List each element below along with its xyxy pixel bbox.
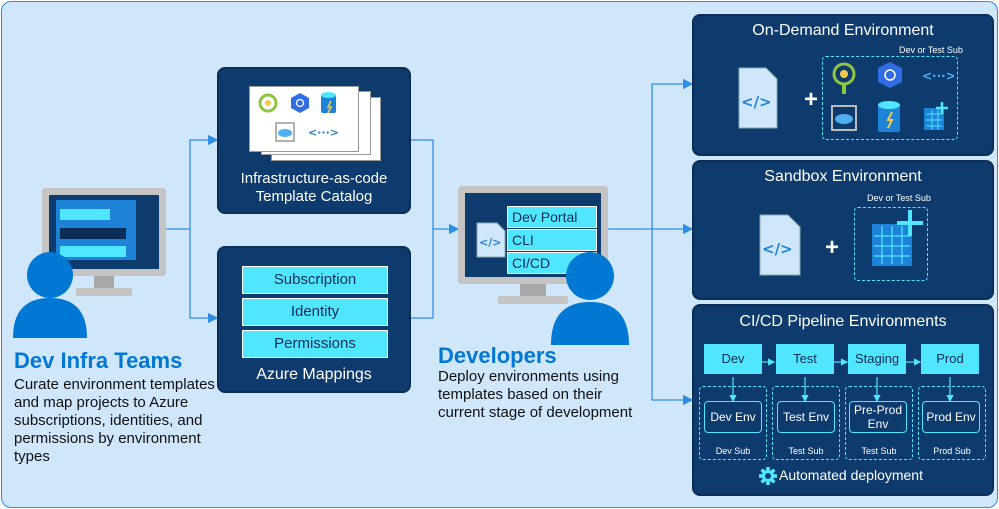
sub-label-test-2: Test Sub	[861, 446, 897, 456]
test-sub-boundary-1	[772, 386, 840, 460]
mapping-subscription: Subscription	[242, 266, 388, 294]
svg-text:</>: </>	[741, 93, 772, 111]
admin-monitor-icon	[42, 188, 166, 296]
env-test: Test Env	[777, 401, 835, 433]
cicd-flow-arrows	[729, 358, 954, 403]
sandbox-grid-icon	[872, 210, 923, 266]
sandbox-template-file-icon: </>	[759, 214, 801, 276]
menu-dev-portal: Dev Portal	[507, 206, 597, 228]
stage-prod: Prod	[921, 344, 979, 374]
gear-icon	[759, 467, 777, 485]
on-demand-panel: On-Demand Environment Dev or Test Sub </…	[692, 14, 994, 156]
on-demand-title: On-Demand Environment	[752, 22, 934, 39]
stage-test: Test	[776, 344, 834, 374]
test-sub-boundary-2	[845, 386, 913, 460]
on-demand-sub-boundary	[822, 56, 958, 140]
sub-label-test-1: Test Sub	[788, 446, 824, 456]
sub-label-dev: Dev Sub	[715, 446, 751, 456]
developers-title: Developers	[438, 343, 557, 368]
mapping-permissions: Permissions	[242, 330, 388, 358]
template-catalog-panel: <···> Infrastructure-as-code Template Ca…	[217, 67, 411, 214]
svg-text:</>: </>	[762, 240, 793, 258]
cicd-title: CI/CD Pipeline Environments	[739, 313, 947, 330]
env-prod: Prod Env	[922, 401, 980, 433]
sandbox-sub-label: Dev or Test Sub	[867, 193, 931, 203]
automated-deployment-label: Automated deployment	[779, 467, 923, 483]
azure-mappings-panel: Subscription Identity Permissions Azure …	[217, 246, 411, 393]
developers-description: Deploy environments using templates base…	[438, 368, 633, 421]
catalog-title: Infrastructure-as-code Template Catalog	[240, 170, 388, 205]
sandbox-title: Sandbox Environment	[764, 168, 922, 185]
on-demand-plus: +	[804, 86, 819, 113]
dev-infra-description: Curate environment templates and map pro…	[14, 376, 215, 465]
mappings-title: Azure Mappings	[256, 366, 372, 383]
developer-person-icon	[551, 252, 629, 345]
sandbox-panel: Sandbox Environment Dev or Test Sub </> …	[692, 160, 994, 300]
catalog-resource-icons: <···>	[258, 92, 339, 142]
sub-label-prod: Prod Sub	[933, 446, 971, 456]
on-demand-sub-label: Dev or Test Sub	[899, 45, 963, 55]
env-pre-prod: Pre-Prod Env	[849, 401, 907, 433]
dev-infra-title: Dev Infra Teams	[14, 348, 183, 373]
menu-cli: CLI	[507, 229, 597, 251]
env-dev: Dev Env	[704, 401, 762, 433]
cicd-panel: CI/CD Pipeline Environments	[692, 304, 994, 496]
svg-text:<···>: <···>	[922, 69, 954, 83]
template-file-icon: </>	[738, 67, 778, 129]
code-file-label: </>	[479, 236, 501, 249]
sandbox-plus: +	[825, 234, 840, 261]
catalog-page-front: <···>	[249, 86, 359, 152]
svg-text:<···>: <···>	[308, 126, 339, 139]
admin-person-icon	[13, 252, 87, 338]
mapping-identity: Identity	[242, 298, 388, 326]
on-demand-resource-icons: <···>	[831, 62, 954, 132]
stage-dev: Dev	[704, 344, 762, 374]
dev-sub-boundary	[699, 386, 767, 460]
sandbox-sub-boundary	[854, 207, 928, 281]
code-file-icon: </>	[476, 222, 506, 258]
prod-sub-boundary	[918, 386, 986, 460]
stage-staging: Staging	[848, 344, 906, 374]
